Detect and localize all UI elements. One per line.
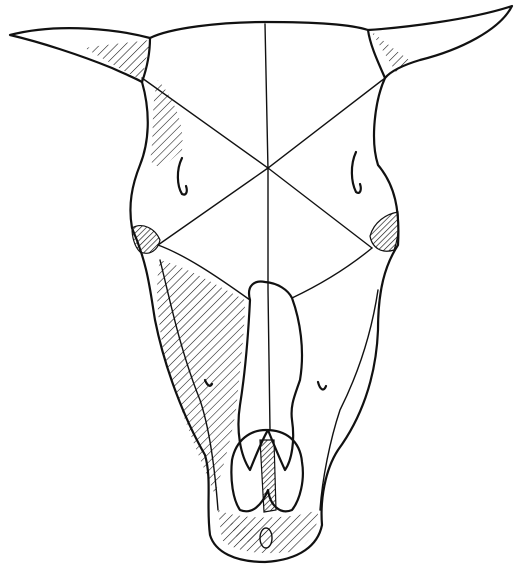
right-supraorbital-mark [352,152,361,193]
left-brow-shading [150,80,183,166]
left-horn-shading [85,40,150,80]
skull-midline [265,24,270,430]
right-facial-crest [320,290,378,510]
frontal-cross-line-a [142,78,372,248]
frontal-cross-line-b [158,78,385,245]
left-orbit [132,226,160,254]
right-infraorbital-mark [318,382,326,389]
right-orbit [370,212,398,251]
right-horn [368,6,512,78]
lower-muzzle-shading [218,510,318,553]
left-supraorbital-mark [178,158,187,195]
right-lower-frontal-line [292,248,372,298]
right-horn-shading [370,30,412,72]
